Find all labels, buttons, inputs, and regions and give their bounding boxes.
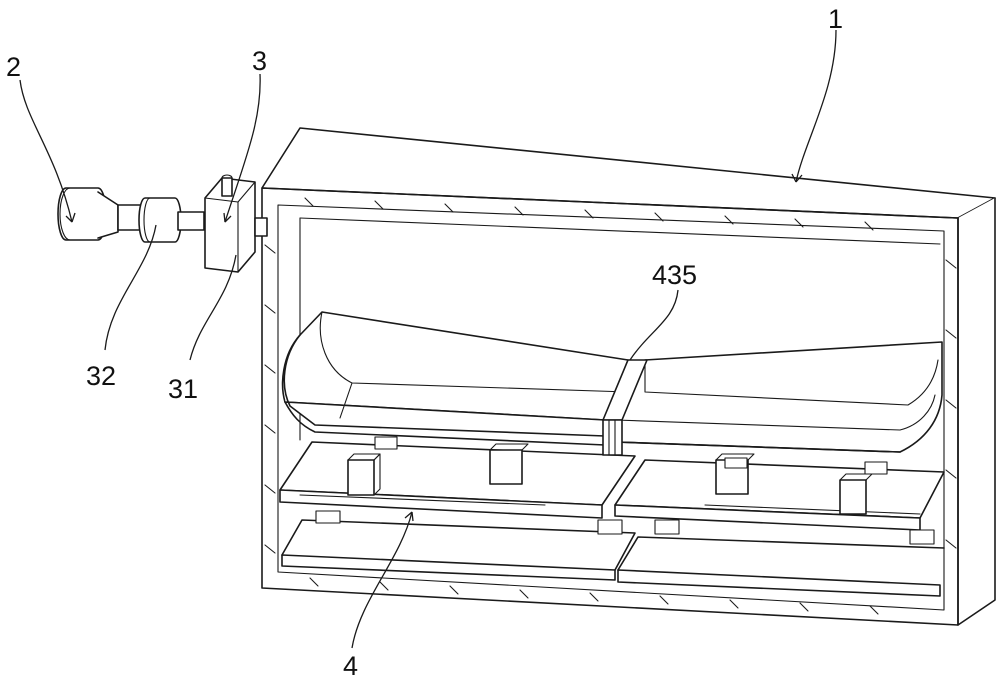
support-frame xyxy=(280,437,944,596)
callout-32: 32 xyxy=(86,361,116,391)
callout-435: 435 xyxy=(652,260,697,290)
callout-31: 31 xyxy=(168,374,198,404)
callout-2: 2 xyxy=(6,52,21,82)
trough-assembly xyxy=(283,312,942,455)
callout-4: 4 xyxy=(343,651,358,681)
callout-3: 3 xyxy=(252,46,267,76)
callout-1: 1 xyxy=(828,4,843,34)
